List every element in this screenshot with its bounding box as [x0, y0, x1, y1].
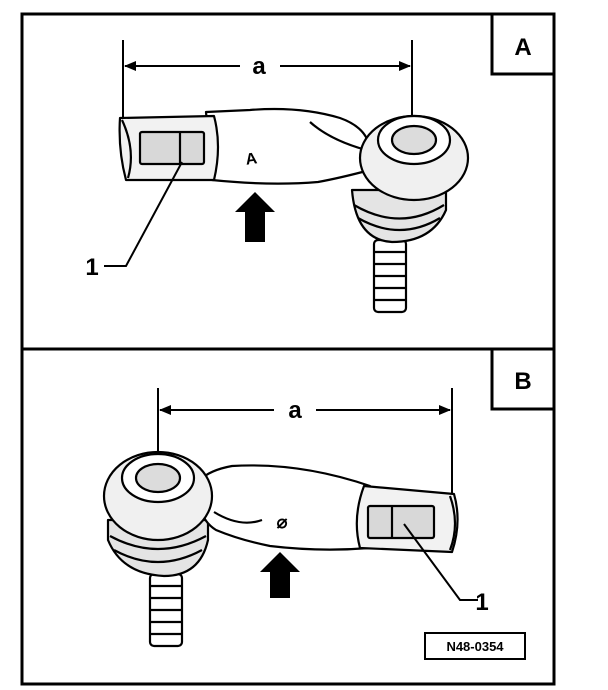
panel-a-threaded-stud: [372, 238, 408, 314]
panel-a: A a: [85, 12, 556, 314]
panel-a-up-arrow-icon: [235, 192, 275, 242]
panel-b-threaded-stud: [148, 572, 184, 648]
figure-code: N48-0354: [446, 639, 504, 654]
panel-a-dimension-label: a: [252, 53, 266, 80]
panel-a-tie-rod-end: [118, 107, 470, 314]
panel-b-part-number: 1: [475, 589, 488, 616]
panel-b: B a: [102, 347, 556, 660]
panel-a-part-number: 1: [85, 254, 98, 281]
panel-a-label-box: [490, 12, 556, 76]
panel-b-label: B: [514, 368, 531, 395]
panel-b-leader-line: [403, 523, 478, 601]
panel-b-tie-rod-end: [102, 450, 459, 648]
panel-b-label-box: [490, 347, 556, 411]
panel-b-housing-mark: ⌀: [277, 512, 288, 532]
panel-a-leader-line: [104, 161, 183, 267]
figure-code-box: [424, 632, 526, 660]
panel-b-dimension-label: a: [288, 397, 302, 424]
panel-b-up-arrow-icon: [260, 552, 300, 598]
panel-a-housing-mark: A: [244, 150, 258, 169]
panel-a-label: A: [514, 34, 531, 61]
